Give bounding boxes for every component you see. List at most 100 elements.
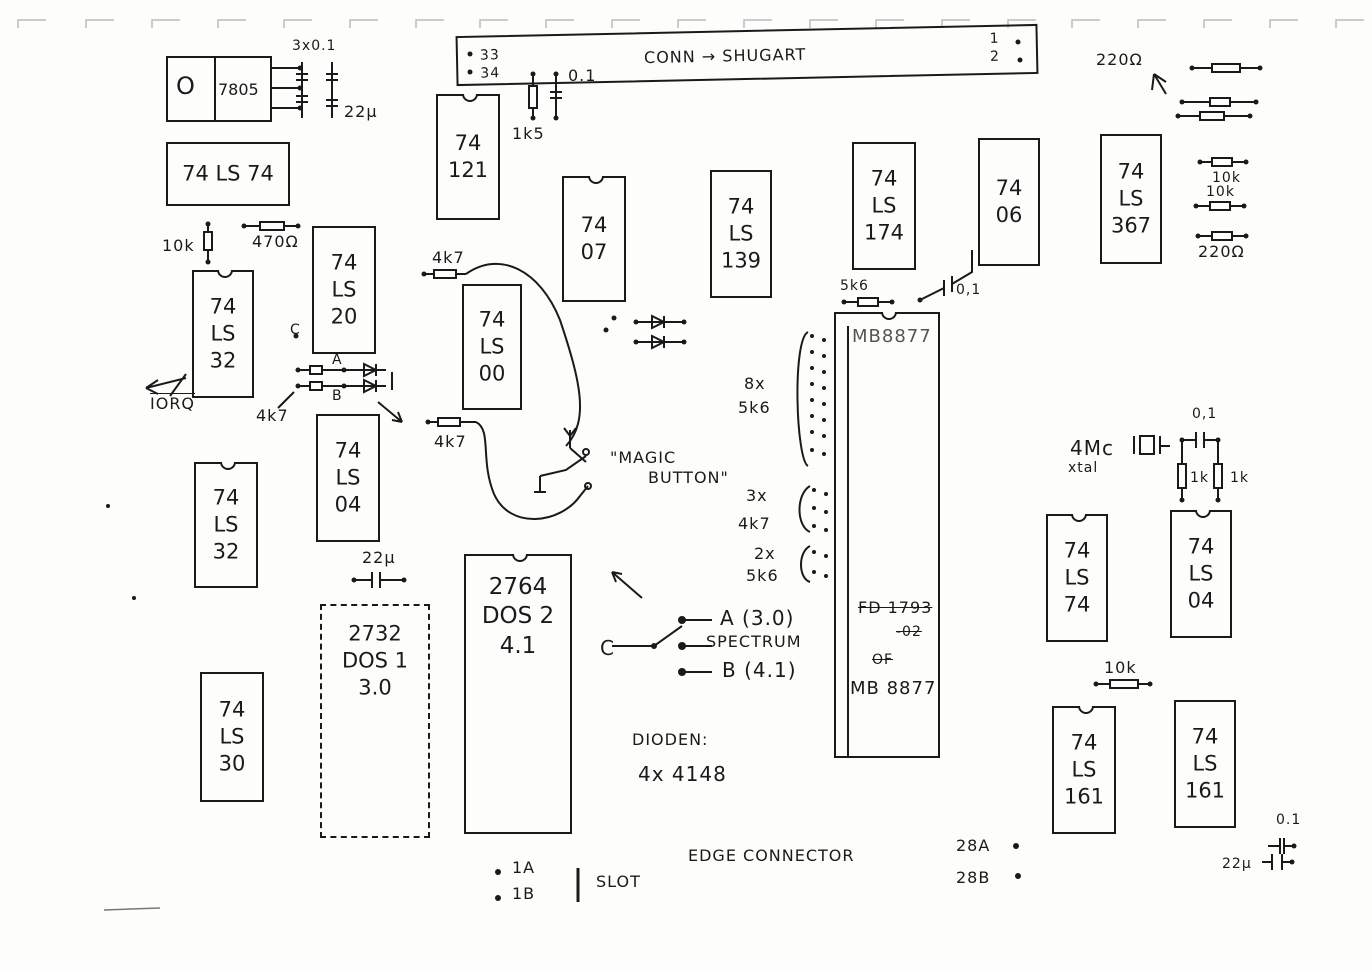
chip-label-line: LS	[728, 221, 754, 246]
chip-label-line: 139	[720, 248, 762, 273]
shugart-pin-34: 34	[480, 65, 501, 82]
cap-3x01-label: 3x0.1	[292, 38, 337, 54]
cap-22u-mid-label: 22μ	[362, 548, 396, 567]
chip-label-line: 2732	[348, 621, 402, 646]
resistor-220-top-label: 220Ω	[1096, 50, 1143, 69]
voltage-regulator-7805: O 7805	[166, 56, 272, 122]
resistor-array-3x-value: 4k7	[738, 514, 771, 533]
shugart-pin-33: 33	[479, 47, 500, 64]
resistor-470-label: 470Ω	[252, 232, 299, 251]
resistor-10k-b-label: 10k	[1206, 184, 1235, 200]
chip-label-line: 161	[1063, 784, 1105, 809]
iorq-signal-label: IORQ	[150, 394, 196, 413]
chip-label-line: LS	[1071, 757, 1097, 782]
chip-label-line: 121	[447, 158, 489, 182]
chip-label-line: LS	[1192, 751, 1218, 776]
pin-b-label: B	[332, 388, 343, 404]
fdc-old-label: FD 1793	[858, 598, 933, 617]
pin-c-label: C	[290, 322, 301, 338]
resistor-10k-a-label: 10k	[1212, 170, 1241, 186]
chip-label-line: LS	[479, 334, 505, 359]
chip-label-line: DOS 2	[481, 603, 555, 629]
chip-label-line: LS	[335, 465, 361, 490]
fdc-old-suffix: -02	[896, 624, 922, 640]
resistor-10k-bottom-label: 10k	[1104, 658, 1137, 677]
cap-01-bottom-right-label: 0.1	[1276, 812, 1302, 828]
cap-22u-bottom-right-label: 22μ	[1222, 856, 1252, 872]
shugart-title: CONN → SHUGART	[643, 44, 807, 68]
chip-label-line: 32	[209, 348, 237, 373]
chip-label-line: 74	[727, 194, 755, 219]
edge-pin-1b-label: 1B	[512, 884, 536, 903]
resistor-array-8x-label: 8x	[744, 374, 766, 393]
chip-label-line: 74	[209, 294, 237, 319]
fdc-old-mark: OF	[872, 652, 894, 668]
cap-01-top-label: 0.1	[568, 66, 597, 85]
chip-label-line: 20	[330, 304, 358, 329]
chip-label-line: DOS 1	[341, 648, 409, 673]
chip-label-line: 161	[1184, 778, 1226, 803]
edge-pin-1a-label: 1A	[512, 858, 536, 877]
chip-label-line: 74	[330, 250, 358, 275]
cap-01-fdc-label: 0,1	[956, 282, 982, 298]
chip-label-line: 74	[580, 213, 608, 238]
chip-label-line: 74	[334, 438, 362, 463]
xtal-label: xtal	[1068, 460, 1099, 476]
chip-label-line: 74	[478, 307, 506, 332]
chip-label-line: 4.1	[499, 632, 537, 659]
chip-label-line: 2764	[488, 573, 548, 600]
regulator-label: 7805	[218, 80, 259, 99]
chip-label-line: 74	[1063, 538, 1091, 563]
resistor-array-8x-value: 5k6	[738, 398, 771, 417]
pin-a-label: A	[332, 352, 343, 368]
resistor-5k6-top-label: 5k6	[840, 278, 869, 294]
chip-label-line: 74	[1187, 534, 1215, 559]
magic-button-label-2: BUTTON"	[648, 468, 729, 487]
chip-label-line: 07	[580, 240, 608, 264]
resistor-4k7-top-label: 4k7	[432, 248, 465, 267]
chip-label-line: 74	[1063, 592, 1091, 617]
cap-22u-label: 22μ	[344, 102, 378, 121]
rom-switch-b-label: B (4.1)	[722, 658, 797, 682]
chip-label-line: 06	[995, 203, 1023, 227]
chip-label-line: LS	[210, 321, 236, 346]
edge-connector-title: EDGE CONNECTOR	[688, 846, 855, 865]
chip-label-line: LS	[1188, 561, 1214, 586]
fdc-top-label: MB8877	[852, 326, 932, 347]
perforation-marks	[17, 19, 1364, 28]
resistor-array-3x-label: 3x	[746, 486, 768, 505]
shugart-pin-1: 1	[989, 30, 1000, 47]
magic-button-label: "MAGIC	[610, 448, 677, 467]
edge-pin-28a-label: 28A	[956, 836, 991, 855]
chip-label-line: 30	[218, 751, 246, 776]
cap-01-xtal-label: 0,1	[1192, 406, 1218, 422]
chip-label-line: 174	[863, 220, 905, 245]
chip-label-line: 74	[218, 697, 246, 722]
resistor-1k-b-label: 1k	[1230, 470, 1250, 486]
chip-label-line: 74	[870, 166, 898, 191]
chip-label-line: LS	[1064, 565, 1090, 590]
resistor-10k-left-label: 10k	[162, 236, 195, 255]
chip-74ls74-top: 74 LS 74	[166, 142, 290, 206]
resistor-array-2x-label: 2x	[754, 544, 776, 563]
chip-label-line: 74	[1070, 730, 1098, 755]
chip-label-line: 74	[1191, 724, 1219, 749]
resistor-220-b-label: 220Ω	[1198, 242, 1245, 261]
